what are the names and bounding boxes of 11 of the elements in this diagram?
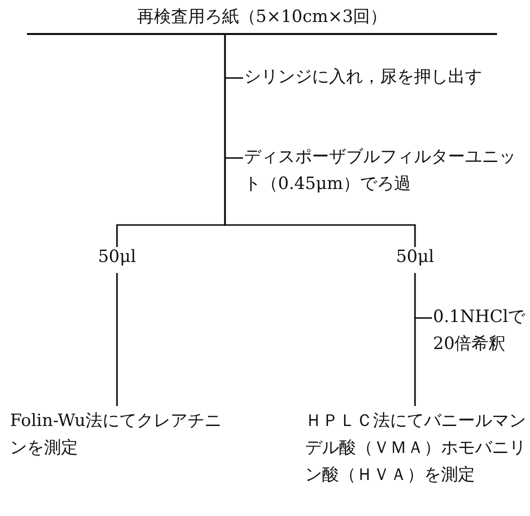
method-text: ＨＰＬＣ法にてバニールマンデル酸（ＶＭＡ）ホモバニリン酸（ＨＶＡ）を測定	[305, 408, 527, 489]
connector-line	[224, 35, 416, 247]
step-note: 0.1NHClで20倍希釈	[433, 306, 526, 356]
heading-text: 再検査用ろ紙（5×10cm×3回）	[27, 4, 497, 35]
connector-line	[116, 273, 118, 406]
step-note: シリンジに入れ，尿を押し出す	[244, 66, 483, 89]
step-note: ディスポーザブルフィルターユニット（0.45μm）でろ過	[244, 146, 517, 196]
volume-text: 50μl	[77, 244, 157, 271]
volume-text: 50μl	[375, 244, 455, 271]
method-text: Folin-Wu法にてクレアチニンを測定	[10, 408, 235, 462]
connector-line	[414, 273, 416, 406]
